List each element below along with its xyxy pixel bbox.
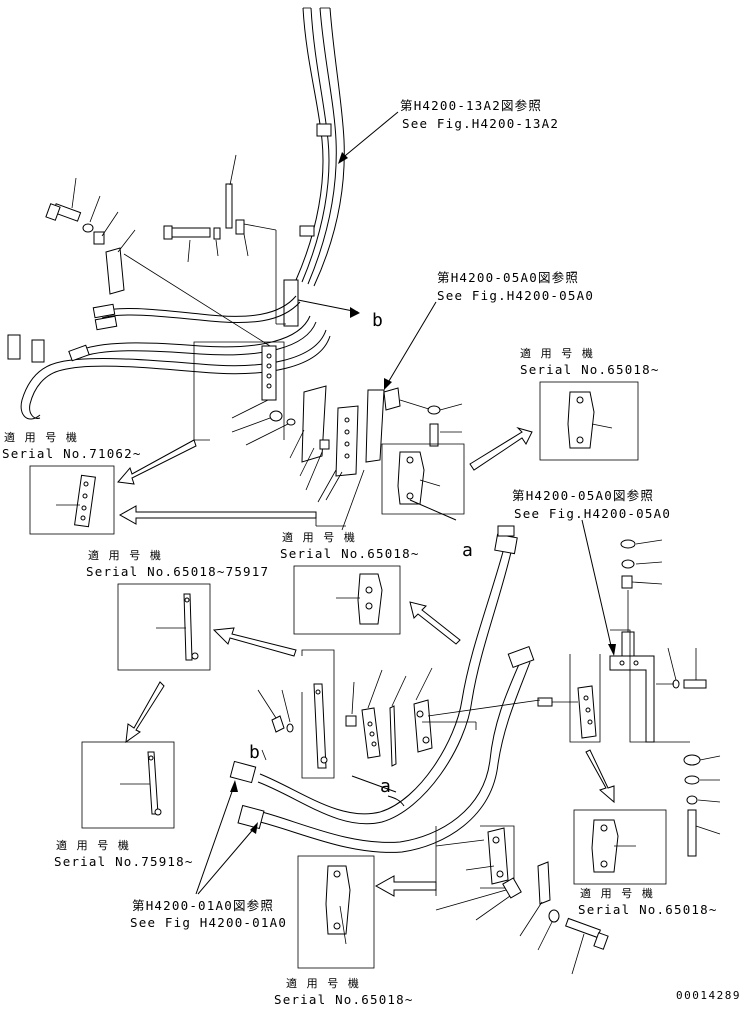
label-applicable-bot: 適 用 号 機 [286,976,360,990]
arrowhead [350,307,360,318]
serial-71062: Serial No.71062~ [2,446,142,461]
arrowhead [384,378,392,390]
leader-line [385,301,437,387]
marker-a-mid: a [462,540,473,561]
washer [427,405,441,415]
bolt [429,423,439,447]
leader-line [339,111,399,161]
arrowhead [338,152,348,164]
label-applicable-tr: 適 用 号 機 [520,346,594,360]
label-applicable-75918: 適 用 号 機 [56,838,130,852]
arrowhead [230,780,238,792]
serial-65018-tr: Serial No.65018~ [520,362,660,377]
label-applicable-65018-75917: 適 用 号 機 [88,548,162,562]
detail-arrow [117,439,197,485]
right-bracket-group [427,539,721,857]
detail-box-65018-tr [539,381,639,461]
arrowhead [608,644,616,656]
serial-65018-bot: Serial No.65018~ [274,992,414,1007]
lower-hoses [229,525,535,853]
upper-hose-clamp [283,279,299,327]
detail-box-65018-br [573,809,667,885]
label-applicable-mid: 適 用 号 機 [282,530,356,544]
detail-box-65018-bot [297,855,375,969]
lower-clamp-group [257,649,477,779]
marker-b-lower: b [249,742,260,763]
leader-line [351,775,397,793]
detail-box-65018-mid [293,565,401,635]
leader-line [297,299,359,313]
detail-arrow [125,681,165,744]
ref-13a2-en: See Fig.H4200-13A2 [402,116,559,131]
ref-05a0-top-en: See Fig.H4200-05A0 [437,288,594,303]
ref-05a0-top-jp: 第H4200-05A0図参照 [437,270,579,285]
label-applicable-71062: 適 用 号 機 [4,430,78,444]
leader-line [195,785,235,895]
marker-a-lower: a [380,776,391,797]
bottom-hardware [435,825,609,975]
drawing-number: 00014289 [676,989,741,1002]
detail-box-71062 [29,465,115,535]
ref-05a0-right-en: See Fig.H4200-05A0 [514,506,671,521]
ref-05a0-right-jp: 第H4200-05A0図参照 [512,488,654,503]
detail-arrow [469,426,533,471]
hose-clamp [261,345,277,401]
detail-box-75918 [81,741,175,829]
serial-65018-mid: Serial No.65018~ [280,546,420,561]
callout-bracket [193,341,285,441]
serial-65018-br: Serial No.65018~ [578,902,718,917]
ref-13a2-jp: 第H4200-13A2図参照 [400,98,542,113]
detail-box-clamp [381,443,465,515]
detail-arrow [212,627,297,657]
ref-01a0-jp: 第H4200-01A0図参照 [132,898,274,913]
left-hoses [7,295,331,420]
top-hardware [163,154,286,325]
serial-65018-75917: Serial No.65018~75917 [86,564,269,579]
detail-arrow [409,601,461,645]
label-applicable-br: 適 用 号 機 [580,886,654,900]
leader-line [409,499,457,521]
detail-arrow [118,505,317,525]
middle-hardware [231,385,433,531]
marker-b-upper: b [372,310,383,331]
leader-line [581,519,613,651]
leader-line [197,825,257,895]
ref-01a0-en: See Fig H4200-01A0 [130,915,287,930]
detail-box-65018-75917 [117,583,211,671]
arrowhead [250,822,258,834]
detail-arrow [585,749,615,804]
detail-arrow [374,875,437,897]
left-hardware [45,177,271,347]
serial-75918: Serial No.75918~ [54,854,194,869]
upper-hose-bundle [295,7,345,287]
